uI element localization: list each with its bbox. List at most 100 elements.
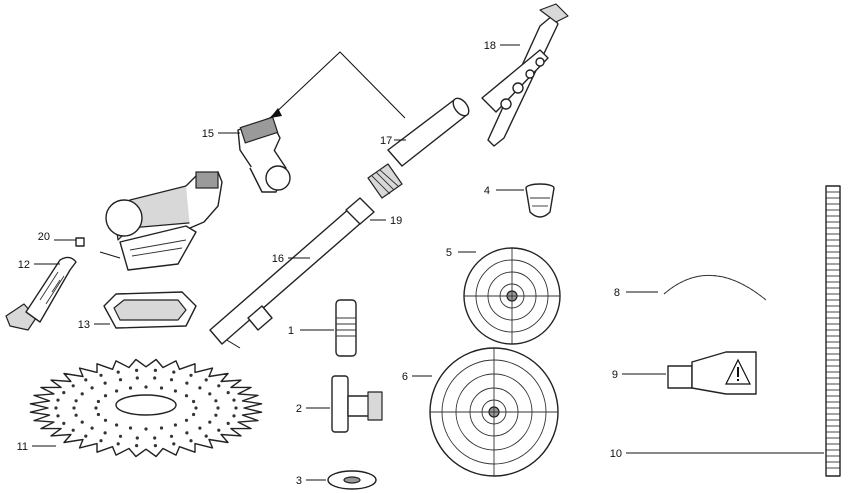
disc-hole: [90, 426, 94, 430]
disc-hole: [118, 434, 123, 438]
disc-hole: [153, 436, 157, 440]
part-15-swivel-elbow: [237, 116, 291, 193]
disc-hole: [204, 378, 208, 382]
disc-hole: [116, 370, 120, 374]
label-15: 15: [202, 128, 214, 140]
leader-lines: [32, 44, 824, 481]
label-9: 9: [612, 369, 618, 381]
part-11-disc: [29, 358, 263, 458]
label-3: 3: [296, 475, 302, 487]
disc-hole: [144, 427, 148, 431]
disc-hole: [116, 442, 120, 446]
part-18-bracket: [481, 3, 569, 147]
disc-hole: [90, 386, 94, 390]
disc-hole: [96, 399, 100, 404]
disc-hole: [192, 399, 196, 404]
disc-hole: [128, 426, 133, 430]
label-19: 19: [390, 215, 402, 227]
label-6: 6: [402, 371, 408, 383]
disc-hole: [135, 376, 139, 380]
disc-hole: [103, 431, 107, 435]
disc-hole: [192, 412, 196, 417]
label-10: 10: [610, 448, 622, 460]
label-12: 12: [18, 259, 30, 271]
disc-hole: [153, 368, 157, 372]
disc-hole: [208, 392, 212, 396]
disc-hole: [96, 412, 100, 417]
disc-hole: [173, 389, 177, 393]
part-8-hose-segment: [663, 275, 767, 301]
label-5: 5: [446, 247, 452, 259]
disc-hole: [214, 399, 218, 403]
part-5-grille-disc: [463, 247, 561, 345]
disc-hole: [204, 434, 208, 438]
disc-hole: [115, 389, 119, 393]
part-13-hex-ring: [103, 291, 197, 329]
label-11: 11: [17, 441, 28, 453]
disc-hole: [103, 394, 108, 398]
part-10-hose: [825, 185, 841, 477]
disc-hole: [232, 414, 236, 418]
part-3-washer: [327, 470, 377, 490]
part-2-valve: [331, 375, 383, 433]
part-12-foot-handle: [5, 256, 77, 331]
disc-hole: [62, 421, 66, 425]
disc-hole: [99, 373, 103, 377]
disc-hole: [56, 398, 60, 402]
disc-hole: [159, 386, 164, 390]
disc-hole: [159, 426, 164, 430]
disc-hole: [194, 406, 198, 410]
disc-hole: [153, 376, 157, 380]
disc-hole: [80, 420, 84, 424]
disc-hole: [185, 431, 189, 435]
disc-hole: [214, 413, 218, 417]
disc-hole: [135, 436, 139, 440]
disc-hole: [232, 398, 236, 402]
disc-hole: [128, 386, 133, 390]
disc-hole: [184, 418, 189, 422]
part-6-grille-disc: [429, 347, 559, 477]
disc-hole: [56, 414, 60, 418]
label-20: 20: [38, 231, 50, 243]
label-2: 2: [296, 403, 302, 415]
disc-hole: [80, 392, 84, 396]
disc-hole: [234, 406, 238, 410]
disc-hole: [153, 444, 157, 448]
disc-hole: [169, 378, 174, 382]
disc-hole: [54, 406, 58, 410]
disc-hole: [84, 378, 88, 382]
disc-hole: [94, 406, 98, 410]
label-17: 17: [380, 135, 392, 147]
part-9-adapter: [667, 351, 757, 395]
label-1: 1: [288, 325, 294, 337]
label-4: 4: [484, 185, 490, 197]
disc-hole: [135, 444, 139, 448]
disc-hole: [74, 399, 78, 403]
disc-hole: [103, 418, 108, 422]
disc-hole: [71, 384, 75, 388]
disc-hole: [189, 439, 193, 443]
disc-hole: [169, 434, 174, 438]
part-20-clip: [75, 237, 85, 247]
disc-hole: [198, 386, 202, 390]
exclamation-triangle-icon: [725, 358, 751, 385]
part-4-cone: [525, 183, 555, 218]
disc-hole: [198, 426, 202, 430]
label-18: 18: [484, 40, 496, 52]
disc-hole: [74, 413, 78, 417]
part-1-connector: [335, 299, 357, 357]
disc-hole: [72, 406, 76, 410]
disc-hole: [173, 423, 177, 427]
disc-hole: [217, 428, 221, 432]
disc-hole: [135, 368, 139, 372]
disc-hole: [185, 381, 189, 385]
disc-hole: [144, 385, 148, 389]
part-labels: 1 2 3 4 5 6 8 9 10 11 12 13 15 16 17 18 …: [17, 40, 622, 487]
disc-hole: [189, 373, 193, 377]
disc-hole: [103, 381, 107, 385]
label-16: 16: [272, 253, 284, 265]
disc-hole: [84, 434, 88, 438]
cleaner-head-body: [99, 171, 223, 271]
disc-hole: [99, 439, 103, 443]
